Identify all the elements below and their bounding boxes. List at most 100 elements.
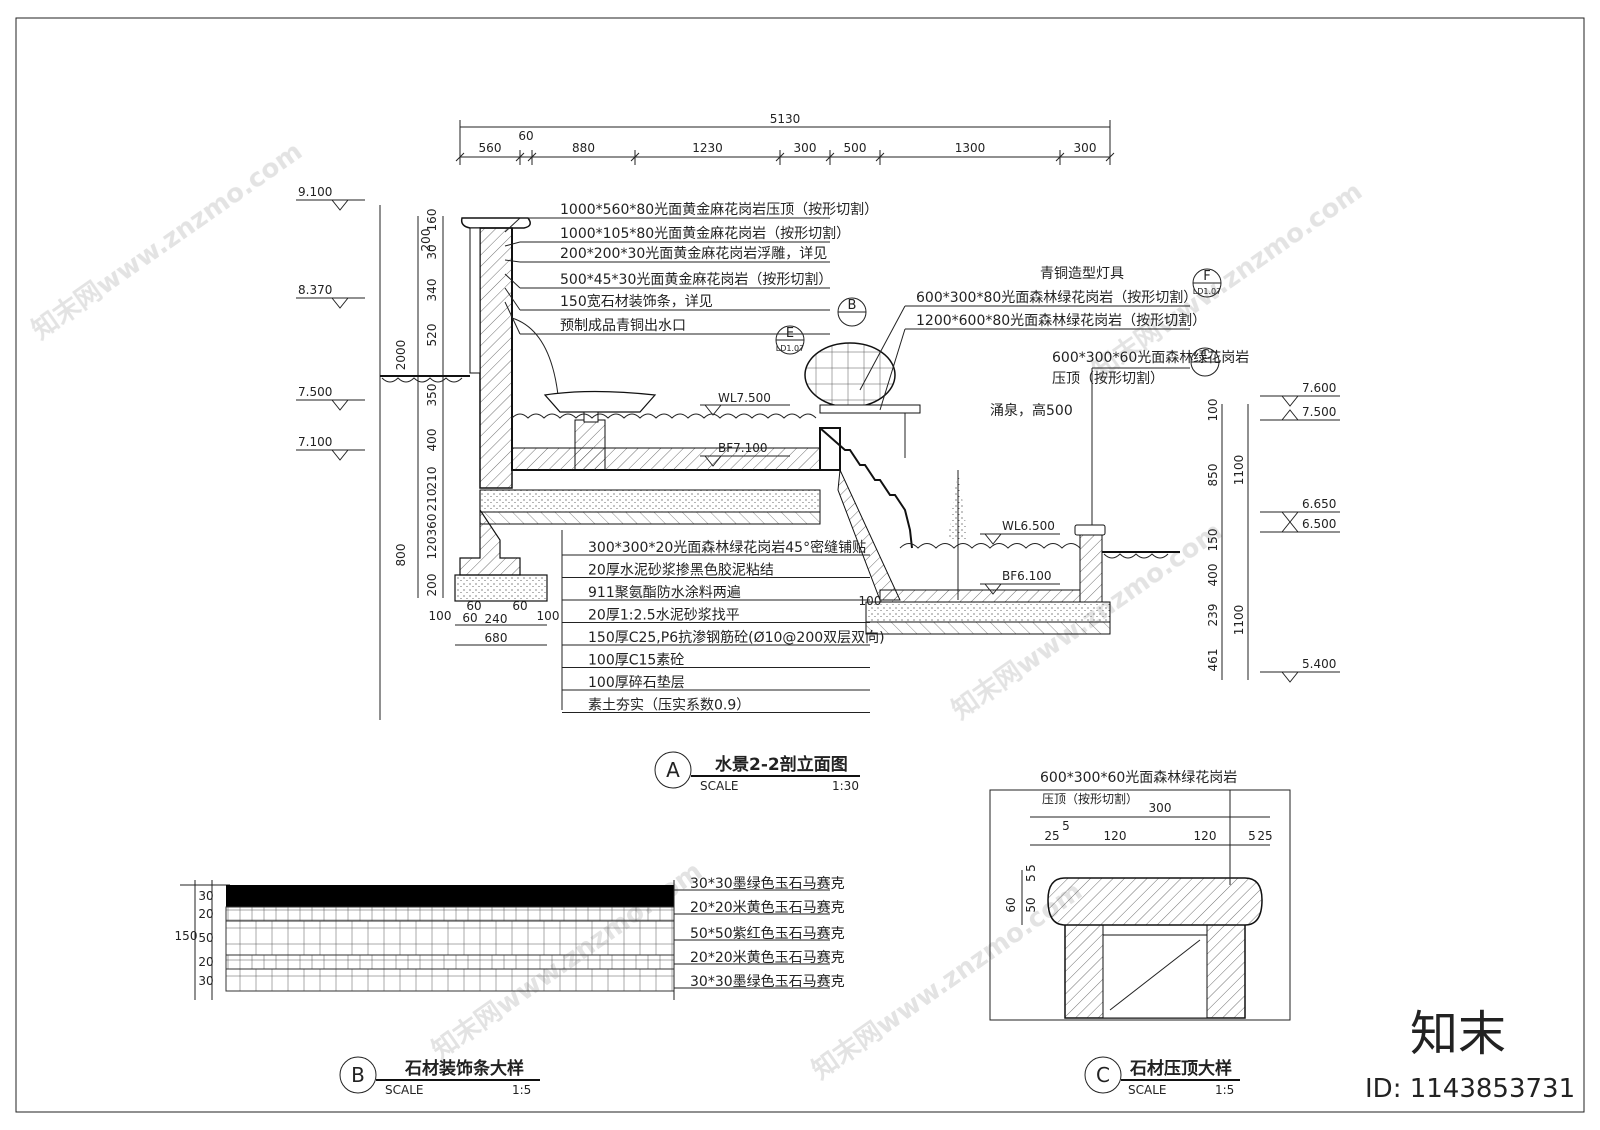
callout-lamp: 青铜造型灯具 (1040, 266, 1124, 282)
vdim-left: 360 (425, 514, 439, 537)
dim-segment: 300 (1074, 141, 1097, 155)
level-mark: 7.100 (298, 435, 332, 449)
vdim-left: 200 (425, 574, 439, 597)
vdim-right: 150 (1206, 529, 1220, 552)
title-a-text: 水景2-2剖立面图 (715, 754, 848, 775)
detail-ref-c-label: C (1200, 348, 1209, 363)
title-c-scale: 1:5 (1215, 1083, 1234, 1097)
detail-ref-b: B (837, 297, 867, 327)
level-mark: 9.100 (298, 185, 332, 199)
callout-top: 预制成品青铜出水口 (560, 318, 686, 334)
title-b-scale: 1:5 (512, 1083, 531, 1097)
detail-c-drawing: 600*300*60光面森林绿花岗岩 压顶（按形切割） 300 25 5 120… (989, 770, 1291, 1021)
b-layer-note: 30*30墨绿色玉石马赛克 (690, 875, 845, 892)
c-dim-2: 5 (1062, 819, 1070, 833)
c-vdim-4: 5 (1024, 864, 1038, 872)
layer-note: 911聚氨酯防水涂料两遍 (588, 585, 741, 601)
c-vdim-1: 60 (1004, 897, 1018, 912)
detail-ref-e-label: E (786, 326, 794, 341)
b-dim-total: 150 (175, 929, 198, 943)
detail-ref-e: E LD1.07 (775, 325, 805, 355)
vdim-right: 1100 (1232, 605, 1246, 636)
title-b: B 石材装饰条大样 SCALE 1:5 (339, 1056, 540, 1097)
level-mark: 7.500 (298, 385, 332, 399)
detail-ref-f-label: F (1203, 269, 1210, 284)
vdim-left: 200 (419, 229, 433, 252)
callout-top: 200*200*30光面黄金麻花岗岩浮雕，详见 (560, 245, 827, 262)
dim-foot-6: 60 (462, 611, 477, 625)
watermark-logo: 知末 (1410, 1006, 1506, 1062)
detail-ref-f: F LD1.07 (1192, 268, 1222, 298)
dim-segment: 1230 (692, 141, 723, 155)
c-vdim-3: 5 (1024, 874, 1038, 882)
layer-note: 150厚C25,P6抗渗钢筋砼(Ø10@200双层双向) (588, 629, 885, 646)
callout-right-1: 600*300*80光面森林绿花岗岩（按形切割） (916, 289, 1197, 306)
vdim-right: 461 (1206, 649, 1220, 672)
bf-lower: BF6.100 (1002, 569, 1052, 583)
b-layer-note: 20*20米黄色玉石马赛克 (690, 899, 845, 916)
detail-ref-c: C (1190, 347, 1220, 377)
vdim-right: 239 (1206, 604, 1220, 627)
layer-note: 20厚水泥砂浆掺黑色胶泥粘结 (588, 562, 774, 579)
dim-segment: 500 (844, 141, 867, 155)
vdim-right: 850 (1206, 464, 1220, 487)
b-dim-2: 20 (198, 907, 213, 921)
c-dim-5: 5 (1248, 829, 1256, 843)
callout-top: 150宽石材装饰条，详见 (560, 293, 713, 310)
title-a-letter: A (666, 758, 680, 782)
title-a: A 水景2-2剖立面图 SCALE 1:30 (654, 751, 860, 793)
detail-ref-e-sub: LD1.07 (776, 344, 804, 353)
dim-foot-2: 60 (466, 599, 481, 613)
b-dim-1: 30 (198, 889, 213, 903)
vdim-left: 210 (425, 467, 439, 490)
dim-segment: 880 (572, 141, 595, 155)
dim-total: 5130 (770, 112, 801, 126)
b-layer-note: 30*30墨绿色玉石马赛克 (690, 973, 845, 990)
dim-foot-total: 680 (485, 631, 508, 645)
callout-top: 1000*105*80光面黄金麻花岗岩（按形切割） (560, 225, 850, 242)
left-levels: 9.100 8.370 7.500 7.100 (296, 185, 365, 461)
water-labels: WL7.500 BF7.100 WL6.500 BF6.100 涌泉，高500 (700, 391, 1073, 595)
wl-upper: WL7.500 (718, 391, 771, 405)
left-vertical-dims: 1603020034020005203504002102103601208002… (394, 209, 444, 598)
level-mark-right: 7.500 (1302, 405, 1336, 419)
b-dim-4: 20 (198, 955, 213, 969)
dim-foot-1: 100 (429, 609, 452, 623)
c-note-2: 压顶（按形切割） (1042, 791, 1138, 806)
c-note-1: 600*300*60光面森林绿花岗岩 (1040, 770, 1237, 786)
callout-right-4: 压顶（按形切割） (1052, 370, 1164, 387)
dim-foot-4: 60 (512, 599, 527, 613)
vdim-left: 160 (425, 209, 439, 232)
sheet-frame (15, 17, 1585, 1113)
layer-notes: 300*300*20光面森林绿花岗岩45°密缝铺贴 20厚水泥砂浆掺黑色胶泥粘结 9… (562, 539, 885, 714)
vdim-left: 400 (425, 429, 439, 452)
dim-segment: 300 (794, 141, 817, 155)
vdim-left: 800 (394, 544, 408, 567)
layer-note: 100厚C15素砼 (588, 653, 684, 669)
title-b-letter: B (351, 1063, 365, 1087)
title-c-text: 石材压顶大样 (1129, 1058, 1232, 1079)
level-mark-right: 6.500 (1302, 517, 1336, 531)
title-b-text: 石材装饰条大样 (404, 1058, 524, 1079)
vdim-left: 2000 (394, 340, 408, 371)
callouts-right: 青铜造型灯具 600*300*80光面森林绿花岗岩（按形切割） 1200*600… (859, 266, 1249, 525)
layer-note: 300*300*20光面森林绿花岗岩45°密缝铺贴 (588, 539, 866, 556)
dim-lower-100: 100 (859, 594, 882, 608)
level-mark-right: 6.650 (1302, 497, 1336, 511)
title-a-scale-label: SCALE (700, 779, 738, 793)
level-mark-right: 5.400 (1302, 657, 1336, 671)
vdim-right: 100 (1206, 399, 1220, 422)
level-mark: 8.370 (298, 283, 332, 297)
b-layer-note: 20*20米黄色玉石马赛克 (690, 949, 845, 966)
b-dim-5: 30 (198, 974, 213, 988)
fountain-label: 涌泉，高500 (990, 402, 1073, 419)
dim-foot-3: 240 (485, 612, 508, 626)
b-dim-3: 50 (198, 931, 213, 945)
layer-note: 素土夯实（压实系数0.9） (588, 698, 750, 714)
c-dim-4: 120 (1194, 829, 1217, 843)
callout-top: 1000*560*80光面黄金麻花岗岩压顶（按形切割） (560, 201, 878, 218)
section-a-drawing (380, 217, 1180, 710)
detail-ref-f-sub: LD1.07 (1193, 287, 1221, 296)
c-dim-6: 25 (1257, 829, 1272, 843)
